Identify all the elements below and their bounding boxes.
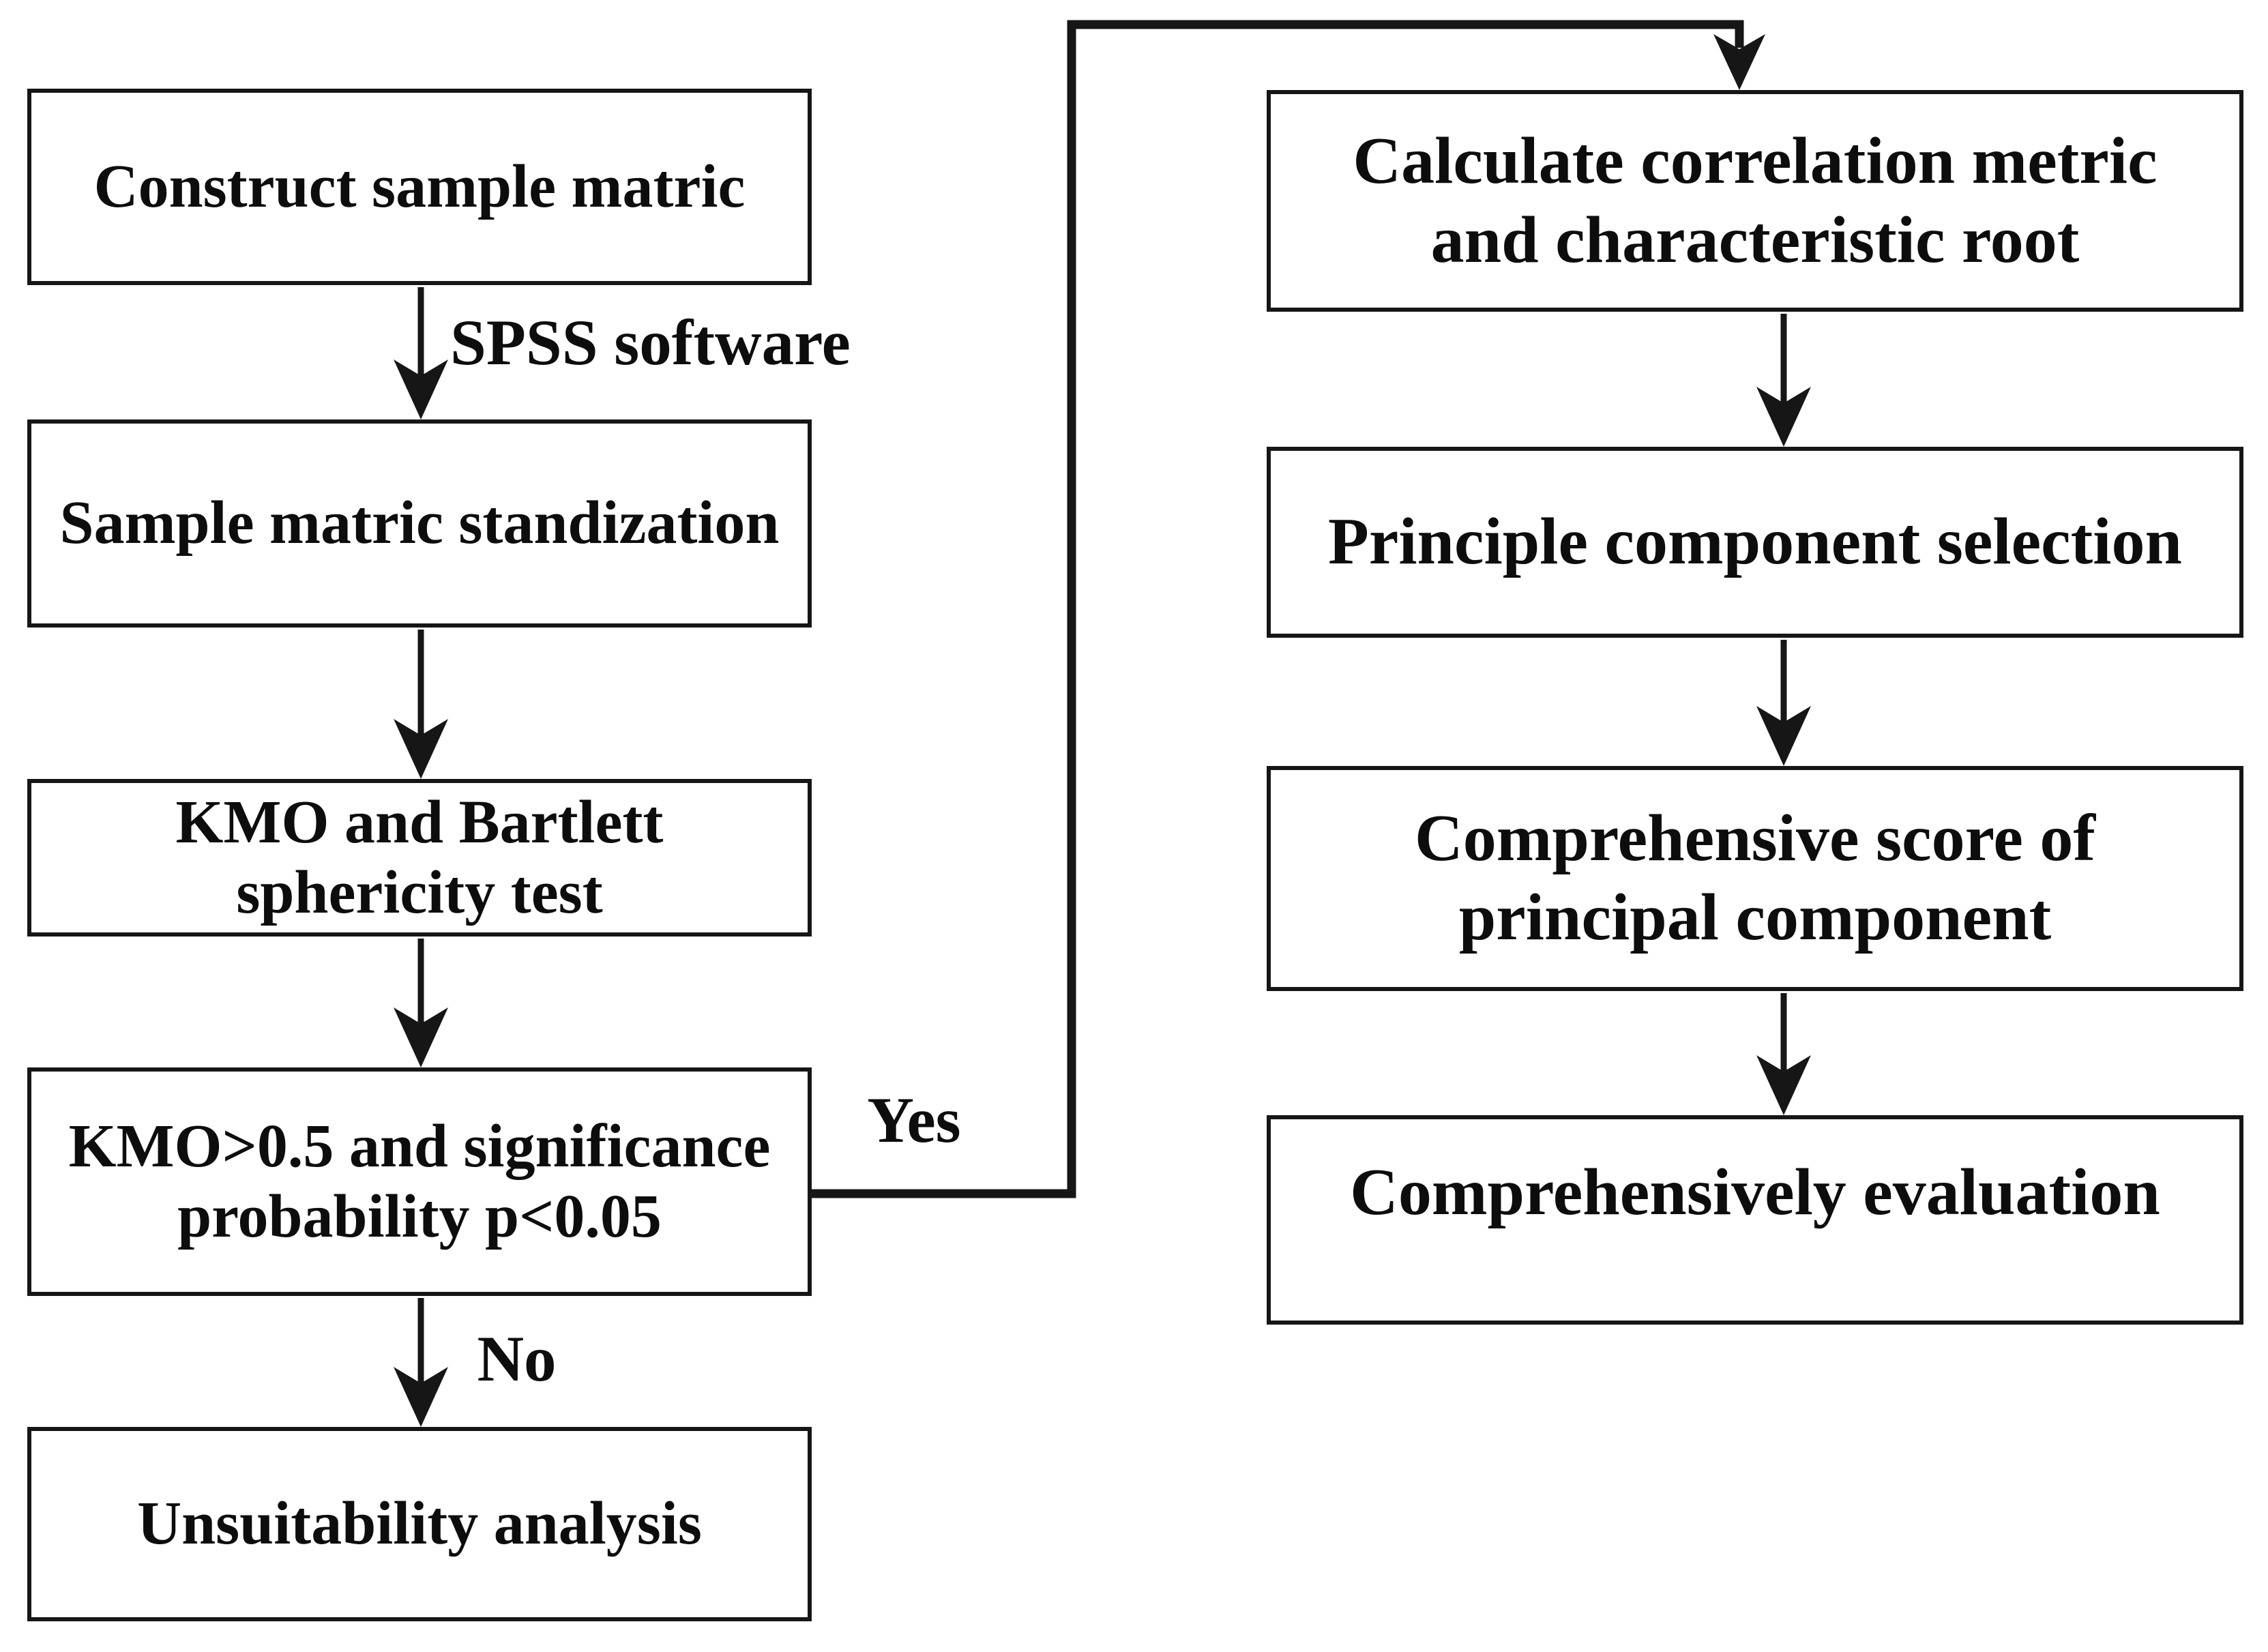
- process-box-principle-component-selection: Principle component selection: [1267, 447, 2243, 638]
- process-box-construct-sample-matric: Construct sample matric: [27, 89, 812, 285]
- box-label: Construct sample matric: [93, 152, 746, 220]
- process-box-sample-matric-standization: Sample matric standization: [27, 419, 812, 628]
- edge-label-spss-software: SPSS software: [450, 306, 851, 379]
- edge-label-no: No: [477, 1323, 557, 1395]
- box-label-line2: sphericity test: [236, 858, 603, 926]
- box-label: Unsuitability analysis: [137, 1490, 702, 1558]
- arrowhead-yes-into-correlation: [1713, 34, 1765, 90]
- box-label-line2: principal component: [1458, 881, 2052, 954]
- process-box-calculate-correlation-metric: Calculate correlation metric and charact…: [1267, 90, 2243, 312]
- arrowhead-into-decision: [394, 1007, 448, 1067]
- box-label-line1: KMO and Bartlett: [175, 788, 664, 856]
- box-label: Sample matric standization: [59, 489, 780, 557]
- box-label-line2: and characteristic root: [1430, 203, 2080, 277]
- process-box-comprehensively-evaluation: Comprehensively evaluation: [1267, 1115, 2243, 1325]
- arrowhead-into-selection: [1756, 387, 1811, 447]
- process-box-comprehensive-score: Comprehensive score of principal compone…: [1267, 766, 2243, 991]
- decision-box-kmo-significance: KMO>0.5 and significance probability p<0…: [27, 1067, 812, 1296]
- edge-label-yes: Yes: [867, 1084, 961, 1156]
- process-box-kmo-bartlett-test: KMO and Bartlett sphericity test: [27, 779, 812, 936]
- arrowhead-into-kmo-test: [394, 719, 448, 779]
- arrowhead-into-evaluation: [1756, 1055, 1811, 1115]
- process-box-unsuitability-analysis: Unsuitability analysis: [27, 1427, 812, 1621]
- box-label-line1: Calculate correlation metric: [1353, 123, 2157, 198]
- box-label: Principle component selection: [1327, 505, 2183, 579]
- arrowhead-no-into-unsuitability: [394, 1367, 448, 1427]
- box-label-line1: Comprehensive score of: [1415, 801, 2095, 876]
- box-label: Comprehensively evaluation: [1350, 1155, 2160, 1229]
- arrowhead-into-score: [1756, 706, 1811, 766]
- yes-branch-connector: [812, 20, 1744, 1198]
- box-label-line2: probability p<0.05: [177, 1182, 662, 1250]
- box-label-line1: KMO>0.5 and significance: [68, 1112, 771, 1180]
- arrowhead-into-standization: [394, 359, 448, 419]
